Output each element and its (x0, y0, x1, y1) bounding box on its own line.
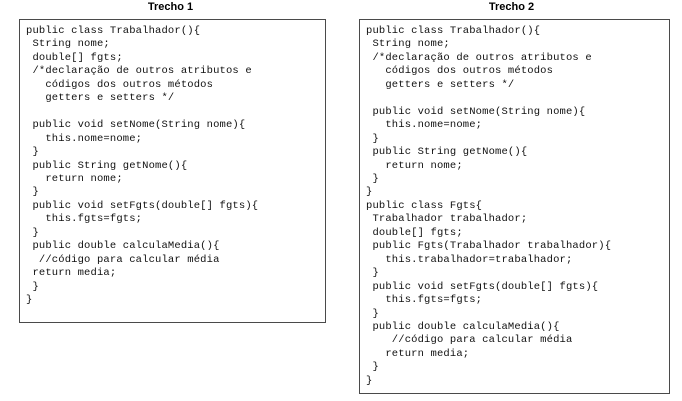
panel-trecho-1: Trecho 1 public class Trabalhador(){ Str… (0, 0, 341, 323)
code-box-trecho-1: public class Trabalhador(){ String nome;… (19, 19, 326, 323)
code-box-trecho-2: public class Trabalhador(){ String nome;… (359, 19, 670, 394)
code-listing-trecho-1: public class Trabalhador(){ String nome;… (26, 25, 259, 307)
panel-trecho-2: Trecho 2 public class Trabalhador(){ Str… (341, 0, 682, 394)
panel-title-trecho-1: Trecho 1 (147, 1, 194, 13)
panel-title-trecho-2: Trecho 2 (488, 1, 535, 13)
code-listing-trecho-2: public class Trabalhador(){ String nome;… (366, 25, 612, 387)
